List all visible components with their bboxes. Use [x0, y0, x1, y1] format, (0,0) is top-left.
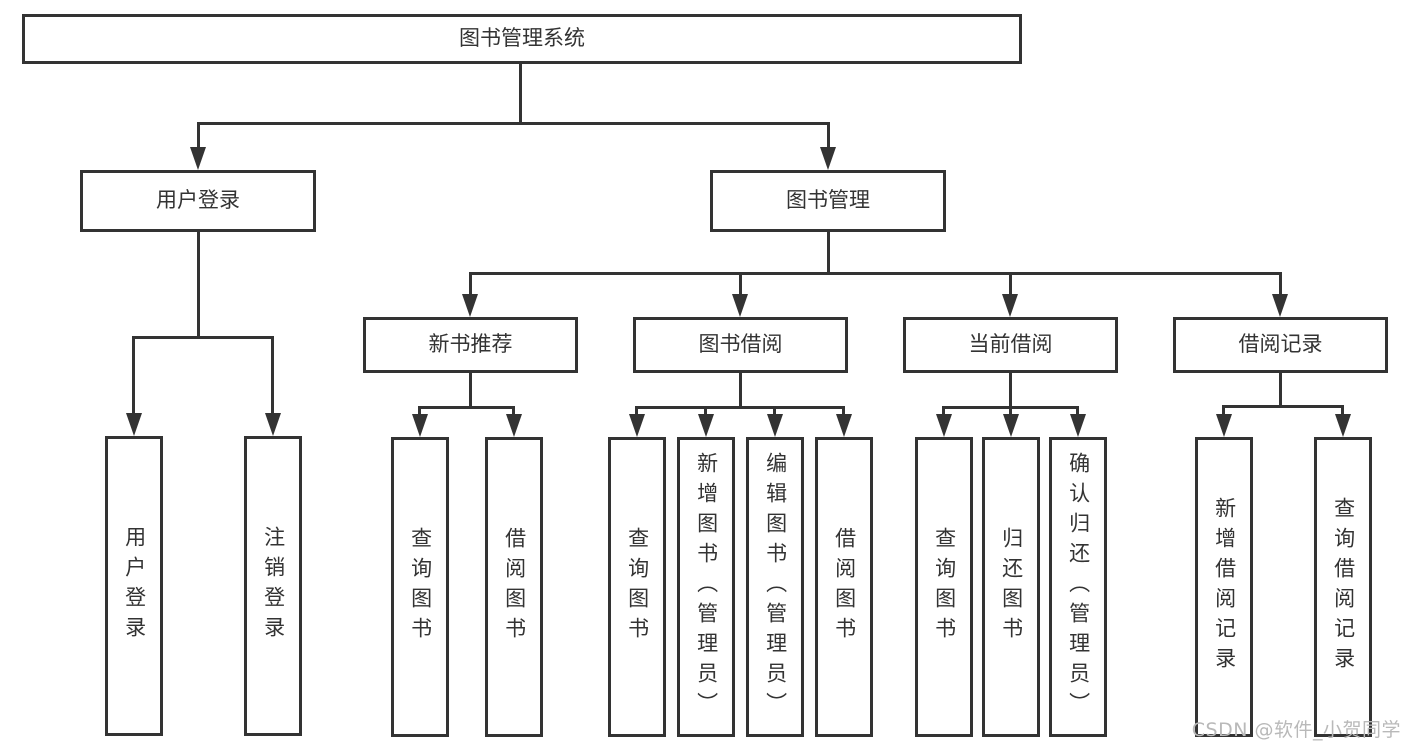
node-root: 图书管理系统	[22, 14, 1022, 64]
leaf-borrow-books-rec-label: 借阅图书	[502, 527, 527, 647]
connector-level2-rail	[197, 122, 830, 125]
node-current-borrowing: 当前借阅	[903, 317, 1118, 373]
leaf-query-books-current-label: 查询图书	[932, 527, 957, 647]
connector-drop-user-login	[197, 122, 200, 148]
arrow-down-icon	[1003, 414, 1019, 437]
connector-records-stem	[1279, 373, 1282, 405]
connector-drop-leaf	[635, 406, 638, 414]
leaf-edit-books-admin: 编辑图书（管理员）	[746, 437, 804, 737]
leaf-add-books-admin-label: 新增图书（管理员）	[694, 452, 719, 722]
node-borrow-records-label: 借阅记录	[1238, 332, 1323, 357]
leaf-confirm-return-admin: 确认归还（管理员）	[1049, 437, 1107, 737]
connector-records-rail	[1222, 405, 1344, 408]
arrow-down-icon	[506, 414, 522, 437]
connector-drop-leaf	[512, 406, 515, 414]
connector-current-stem	[1009, 373, 1012, 406]
connector-drop-leaf	[842, 406, 845, 414]
arrow-down-icon	[412, 414, 428, 437]
connector-drop-leaf	[1222, 405, 1225, 414]
connector-drop-new-rec	[469, 272, 472, 294]
node-new-book-rec: 新书推荐	[363, 317, 578, 373]
leaf-add-borrow-record: 新增借阅记录	[1195, 437, 1253, 737]
leaf-confirm-return-admin-label: 确认归还（管理员）	[1066, 452, 1091, 722]
leaf-query-books-borrow: 查询图书	[608, 437, 666, 737]
leaf-query-books-current: 查询图书	[915, 437, 973, 737]
node-book-mgmt: 图书管理	[710, 170, 946, 232]
arrow-down-icon	[936, 414, 952, 437]
leaf-query-books-borrow-label: 查询图书	[625, 527, 650, 647]
arrow-down-icon	[462, 294, 478, 317]
leaf-query-borrow-record: 查询借阅记录	[1314, 437, 1372, 737]
connector-new-rec-stem	[469, 373, 472, 406]
connector-root-stem	[519, 64, 522, 122]
arrow-down-icon	[1216, 414, 1232, 437]
leaf-user-login: 用户登录	[105, 436, 163, 736]
arrow-down-icon	[265, 413, 281, 436]
leaf-logout-label: 注销登录	[261, 526, 286, 646]
leaf-logout: 注销登录	[244, 436, 302, 736]
arrow-down-icon	[126, 413, 142, 436]
connector-user-login-stem	[197, 232, 200, 336]
arrow-down-icon	[190, 147, 206, 170]
leaf-edit-books-admin-label: 编辑图书（管理员）	[763, 452, 788, 722]
connector-book-mgmt-stem	[827, 232, 830, 272]
leaf-borrow-books: 借阅图书	[815, 437, 873, 737]
node-user-login: 用户登录	[80, 170, 316, 232]
arrow-down-icon	[820, 147, 836, 170]
connector-level3-rail	[469, 272, 1282, 275]
node-borrow-records: 借阅记录	[1173, 317, 1388, 373]
connector-borrowing-rail	[636, 406, 845, 409]
leaf-return-books: 归还图书	[982, 437, 1040, 737]
node-book-borrowing-label: 图书借阅	[698, 332, 783, 357]
leaf-query-books-rec: 查询图书	[391, 437, 449, 737]
connector-drop-leaf	[773, 406, 776, 414]
csdn-watermark: CSDN @软件_小贺同学	[1191, 719, 1401, 741]
arrow-down-icon	[1002, 294, 1018, 317]
node-user-login-label: 用户登录	[156, 188, 240, 213]
connector-new-rec-rail	[418, 406, 515, 409]
leaf-borrow-books-rec: 借阅图书	[485, 437, 543, 737]
node-new-book-rec-label: 新书推荐	[428, 332, 513, 357]
arrow-down-icon	[732, 294, 748, 317]
connector-drop-leaf	[418, 406, 421, 414]
leaf-add-borrow-record-label: 新增借阅记录	[1212, 497, 1237, 677]
arrow-down-icon	[1070, 414, 1086, 437]
connector-borrowing-stem	[739, 373, 742, 406]
connector-drop-records	[1279, 272, 1282, 294]
connector-drop-current	[1009, 272, 1012, 294]
node-book-borrowing: 图书借阅	[633, 317, 848, 373]
node-root-label: 图书管理系统	[459, 26, 585, 51]
node-book-mgmt-label: 图书管理	[786, 188, 870, 213]
connector-drop-leaf	[1076, 406, 1079, 414]
arrow-down-icon	[767, 414, 783, 437]
arrow-down-icon	[698, 414, 714, 437]
arrow-down-icon	[1335, 414, 1351, 437]
connector-drop-book-mgmt	[827, 122, 830, 148]
arrow-down-icon	[629, 414, 645, 437]
leaf-query-books-rec-label: 查询图书	[408, 527, 433, 647]
leaf-user-login-label: 用户登录	[122, 526, 147, 646]
connector-drop-borrowing	[739, 272, 742, 294]
connector-drop-leaf	[1009, 406, 1012, 414]
connector-drop-leaf	[1341, 405, 1344, 414]
leaf-borrow-books-label: 借阅图书	[832, 527, 857, 647]
connector-drop-login	[132, 336, 135, 413]
connector-drop-logout	[271, 336, 274, 413]
leaf-return-books-label: 归还图书	[999, 527, 1024, 647]
leaf-add-books-admin: 新增图书（管理员）	[677, 437, 735, 737]
connector-drop-leaf	[704, 406, 707, 414]
connector-drop-leaf	[942, 406, 945, 414]
arrow-down-icon	[1272, 294, 1288, 317]
leaf-query-borrow-record-label: 查询借阅记录	[1331, 497, 1356, 677]
connector-user-login-rail	[132, 336, 274, 339]
arrow-down-icon	[836, 414, 852, 437]
node-current-borrowing-label: 当前借阅	[968, 332, 1053, 357]
